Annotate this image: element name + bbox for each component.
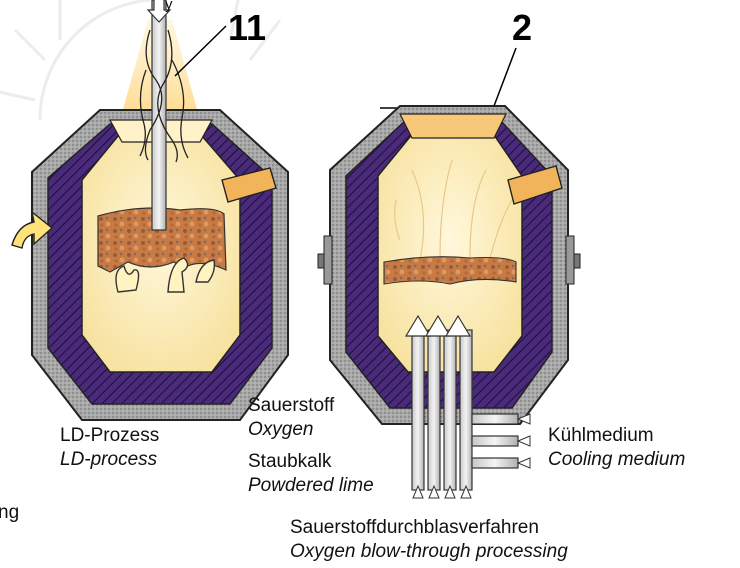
bottom-blown-converter [318, 106, 580, 498]
ref-2-leader [494, 48, 516, 106]
tuyere-arrowheads [406, 316, 470, 336]
coolant-label-de: Kühlmedium [548, 425, 654, 446]
ref-number-2: 2 [512, 7, 532, 48]
ld-title-de: LD-Prozess [60, 425, 159, 446]
bb-mouth [400, 114, 506, 138]
bb-slag-layer [384, 257, 516, 284]
lime-label-de: Staubkalk [248, 451, 332, 472]
ld-title-en: LD-process [60, 449, 158, 470]
blow-through-caption-de: Sauerstoffdurchblasverfahren [290, 517, 539, 538]
ref-11-leader [175, 26, 226, 76]
trunnion-left [318, 236, 332, 284]
trunnion-right [566, 236, 580, 284]
lime-label-en: Powdered lime [248, 475, 374, 496]
oxygen-label-en: Oxygen [248, 419, 313, 440]
blow-through-caption-en: Oxygen blow-through processing [290, 541, 568, 562]
lance-label-partial: y [165, 0, 173, 13]
oxygen-label-de: Sauerstoff [248, 395, 335, 416]
coolant-label-en: Cooling medium [548, 449, 685, 470]
edge-text-partial: ng [0, 502, 19, 523]
ref-number-11: 11 [228, 7, 266, 48]
